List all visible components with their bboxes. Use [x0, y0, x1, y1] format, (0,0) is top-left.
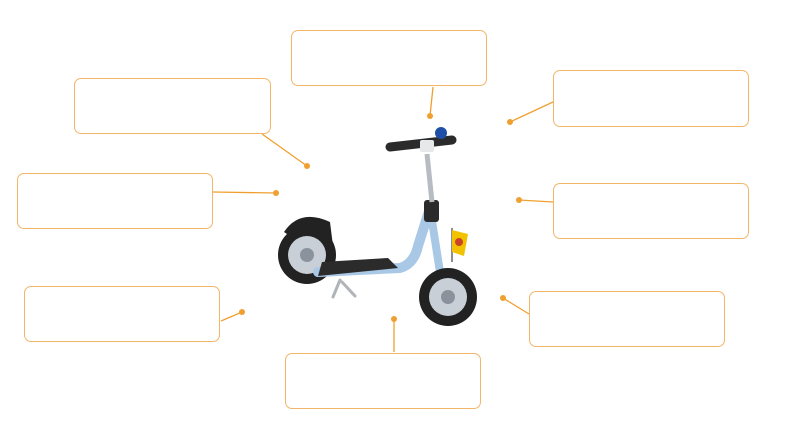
leader-line-middle-left — [212, 191, 277, 194]
steering-stem — [424, 153, 435, 203]
label-box-middle-left[interactable] — [17, 173, 213, 229]
label-box-bottom[interactable] — [285, 353, 481, 409]
pointer-dot-bottom — [391, 316, 397, 322]
kickstand — [331, 278, 357, 299]
leader-line-lower-right — [502, 297, 530, 315]
pointer-dot-lower-left — [239, 309, 245, 315]
flag — [451, 228, 468, 262]
headset — [424, 200, 439, 222]
leader-line-upper-right — [509, 101, 554, 123]
label-box-top[interactable] — [291, 30, 487, 86]
pointer-dot-middle-right — [516, 197, 522, 203]
rear-fender — [284, 216, 333, 246]
pointer-dot-top — [427, 113, 433, 119]
label-box-lower-right[interactable] — [529, 291, 725, 347]
pointer-dot-middle-left — [273, 190, 279, 196]
label-box-middle-right[interactable] — [553, 183, 749, 239]
pointer-dot-lower-right — [500, 295, 506, 301]
scooter-frame — [313, 203, 435, 277]
scooter-deck — [318, 258, 398, 276]
pointer-dot-upper-left — [304, 163, 310, 169]
bell — [435, 127, 447, 139]
leader-lines — [212, 86, 554, 352]
pointer-dots — [239, 113, 522, 322]
label-box-lower-left[interactable] — [24, 286, 220, 342]
pointer-dot-upper-right — [507, 119, 513, 125]
leader-line-middle-right — [518, 199, 554, 203]
leader-line-upper-left — [261, 133, 308, 167]
leader-line-top — [429, 86, 434, 117]
leader-line-lower-left — [220, 311, 243, 322]
label-box-upper-left[interactable] — [74, 78, 271, 134]
front-wheel — [419, 268, 477, 326]
handlebar-mount — [420, 140, 434, 152]
label-box-upper-right[interactable] — [553, 70, 749, 127]
